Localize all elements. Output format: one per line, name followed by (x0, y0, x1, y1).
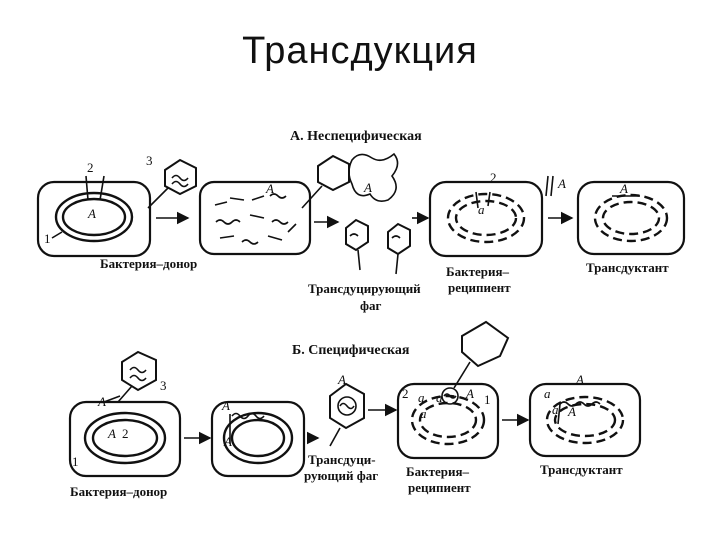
b-donor-prophage-gene: A (97, 394, 106, 409)
a-lysis-gene: A (363, 180, 372, 195)
b-transductant-gene-3: a (552, 402, 559, 417)
a-recipient-incoming-gene: A (557, 176, 566, 191)
a-donor-num-1: 1 (44, 231, 51, 246)
a-donor-phage (147, 158, 197, 209)
b-recipient-gene-3: A (465, 386, 474, 401)
b-phage-gene: A (337, 372, 346, 387)
b-transductant-label: Трансдуктант (540, 462, 623, 477)
a-recipient-label-1: Бактерия– (446, 264, 509, 279)
a-donor-bacterium: A 2 1 3 (36, 153, 153, 258)
panel-b-heading: Б. Специфическая (292, 343, 410, 358)
slide-title: Трансдукция (242, 30, 478, 72)
a-transductant-label: Трансдуктант (586, 260, 669, 275)
b-recipient-gene-4: a (420, 406, 427, 421)
b-transductant-gene-2: A (575, 372, 584, 387)
a-recipient-gene: a (478, 202, 485, 217)
a-recipient-label-2: реципиент (448, 280, 511, 295)
b-phage-label-1: Трансдуци- (308, 452, 376, 467)
a-infected-bacterium: A (198, 154, 350, 256)
a-infected-gene: A (265, 181, 274, 196)
b-donor-phage: 3 (117, 350, 167, 403)
a-recipient-num-2: 2 (490, 170, 497, 185)
b-transductant-gene-1: a (544, 386, 551, 401)
b-transductant-gene-4: A (567, 404, 576, 419)
a-donor-label: Бактерия–донор (100, 256, 197, 271)
b-donor-num-3: 3 (160, 378, 167, 393)
a-transductant-gene: A (619, 181, 628, 196)
a-donor-gene: A (87, 206, 96, 221)
b-donor-num-1: 1 (72, 454, 79, 469)
a-transductant: A (576, 180, 686, 256)
a-phage-label-2: фаг (360, 298, 381, 313)
panel-a-heading: А. Неспецифическая (290, 129, 422, 144)
b-recipient-num-2: 2 (402, 386, 409, 401)
b-induced-gene-bottom: A (223, 434, 232, 449)
b-recipient-gene-1: a (418, 390, 425, 405)
b-donor-gene: A (107, 426, 116, 441)
b-recipient-label-1: Бактерия– (406, 464, 469, 479)
a-transducing-phages: A (345, 152, 411, 275)
b-transducing-phage: A (329, 372, 365, 447)
b-recipient-label-2: реципиент (408, 480, 471, 495)
b-recipient-bacterium: a a A a 2 1 (396, 320, 510, 460)
b-induced-gene-top: A (221, 398, 230, 413)
a-donor-num-3: 3 (146, 153, 153, 168)
a-phage-label-1: Трансдуцирующий (308, 281, 421, 296)
b-recipient-num-1: 1 (484, 392, 491, 407)
b-donor-label: Бактерия–донор (70, 484, 167, 499)
b-recipient-gene-2: a (436, 390, 443, 405)
a-donor-num-2: 2 (87, 160, 94, 175)
b-phage-label-2: рующий фаг (304, 468, 378, 483)
b-donor-bacterium: A 2 1 A (68, 394, 182, 478)
b-induced-bacterium: A A (210, 398, 306, 478)
b-transductant: a A a A (528, 372, 642, 458)
b-donor-num-2: 2 (122, 426, 129, 441)
a-recipient-bacterium: a 2 A (428, 170, 566, 258)
